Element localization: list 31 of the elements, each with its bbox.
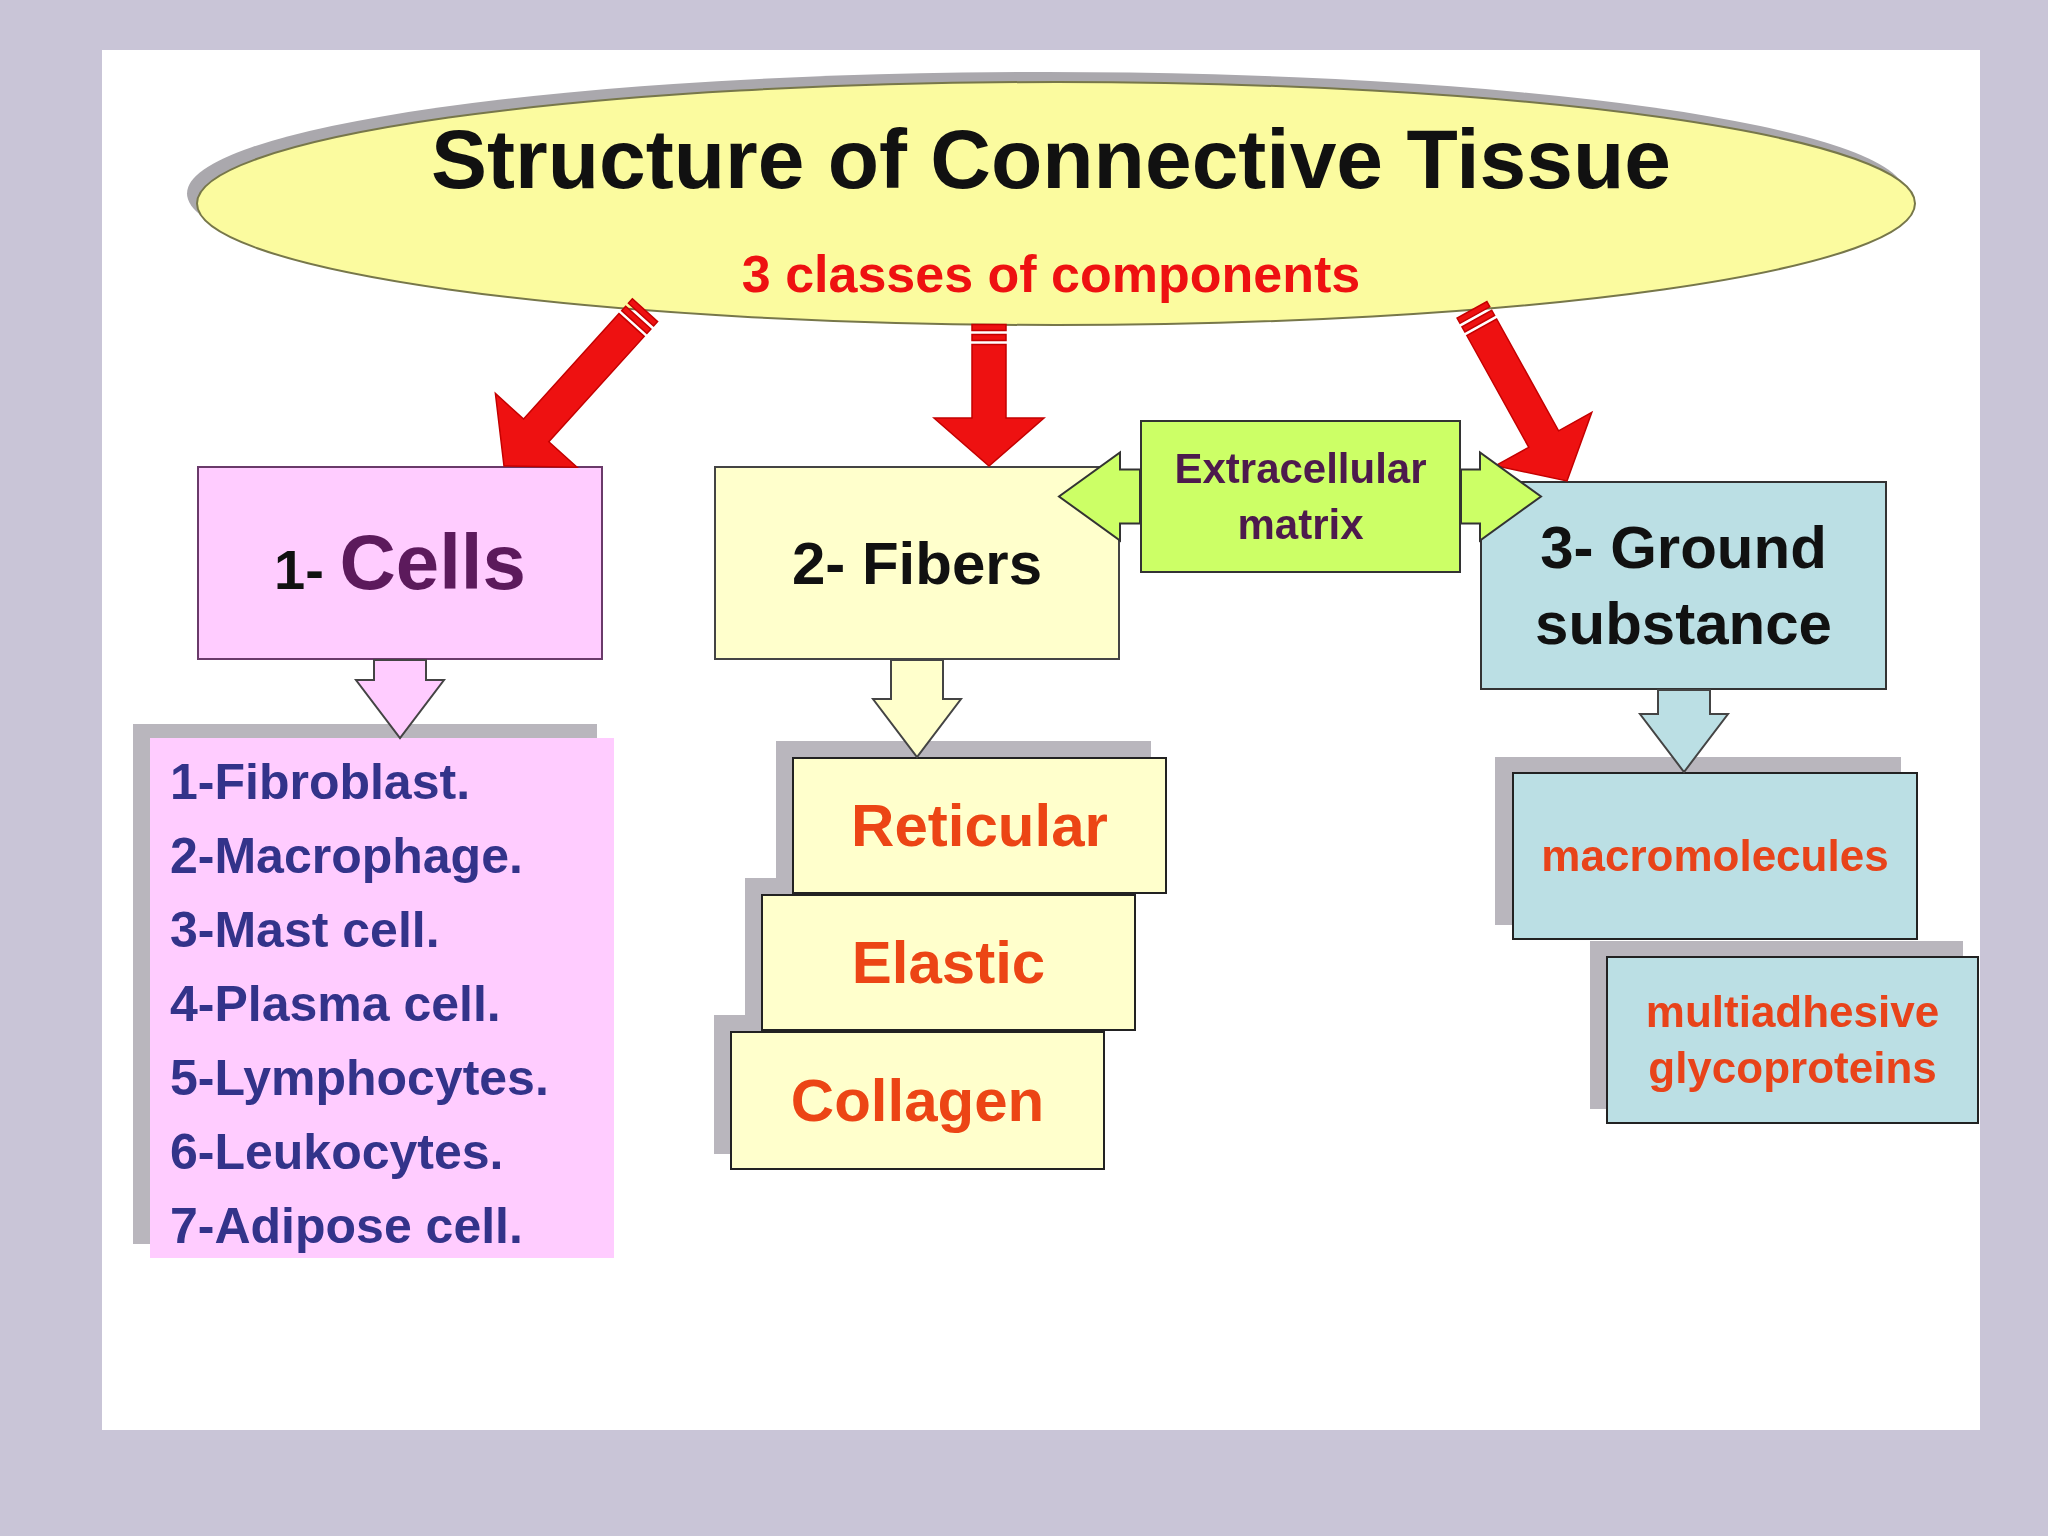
category-heading: 3- Ground substance bbox=[1534, 512, 1833, 659]
category-box bbox=[197, 466, 603, 660]
title-ellipse bbox=[186, 71, 1916, 326]
component-label: multiadhesive glycoproteins bbox=[1644, 986, 1941, 1094]
list-item: 3-Mast cell. bbox=[170, 901, 440, 960]
block-arrow bbox=[1057, 450, 1141, 543]
category-box bbox=[1480, 481, 1887, 690]
block-arrow bbox=[354, 659, 446, 740]
box-label: Extracellular matrix bbox=[1173, 443, 1428, 550]
fiber-type-label: Collagen bbox=[790, 1066, 1045, 1135]
block-arrow bbox=[1638, 689, 1730, 774]
block-arrow bbox=[871, 659, 963, 759]
matrix-box bbox=[1140, 420, 1461, 573]
list-item: 4-Plasma cell. bbox=[170, 975, 501, 1034]
block-arrow bbox=[494, 297, 659, 469]
block-arrow bbox=[1456, 300, 1594, 482]
category-heading: 2- Fibers bbox=[791, 528, 1043, 598]
category-box bbox=[714, 466, 1120, 660]
list-item: 6-Leukocytes. bbox=[170, 1123, 504, 1182]
list-item: 5-Lymphocytes. bbox=[170, 1049, 549, 1108]
title: Structure of Connective Tissue bbox=[430, 111, 1672, 208]
fiber-type-label: Reticular bbox=[851, 791, 1108, 860]
list-item: 7-Adipose cell. bbox=[170, 1197, 523, 1256]
block-arrow bbox=[1460, 450, 1543, 543]
subtitle: 3 classes of components bbox=[741, 244, 1361, 305]
list-item: 1-Fibroblast. bbox=[170, 753, 471, 812]
block-arrow bbox=[932, 323, 1046, 467]
fiber-type-label: Elastic bbox=[851, 928, 1046, 997]
category-heading: 1- Cells bbox=[274, 518, 526, 608]
component-label: macromolecules bbox=[1541, 830, 1889, 882]
list-item: 2-Macrophage. bbox=[170, 827, 523, 886]
